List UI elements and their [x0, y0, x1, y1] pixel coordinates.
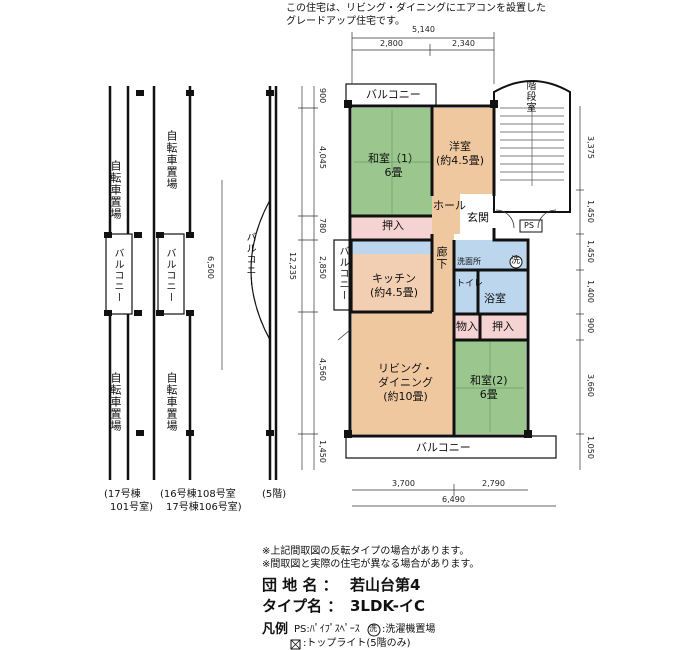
kitchen-label: キッチン(約4.5畳): [370, 272, 419, 299]
oshiire2-label: 押入: [492, 320, 514, 333]
caption-3: (5階): [262, 489, 287, 500]
stair-room-label: 階段室: [524, 80, 535, 113]
bike-label-3: 自転車置場: [109, 372, 122, 432]
bath-fill: [478, 270, 526, 314]
dim-right-900: 900: [586, 318, 595, 334]
dim-right-1450: 1,450: [586, 200, 595, 223]
monoire-fill: [454, 314, 480, 340]
youshitsu-fill: [432, 108, 494, 194]
dim-left-total: 12,235: [288, 252, 297, 280]
wash-icon: 洗: [511, 256, 521, 266]
dim-side-6500: 6,500: [206, 256, 215, 279]
caption-2b: 17号棟106号室): [166, 502, 242, 513]
kitchen-top-fill: [352, 240, 432, 254]
dim-top-right: 2,340: [452, 39, 475, 48]
caption-1a: (17号棟: [104, 489, 141, 500]
header-note-2: グレードアップ住宅です。: [286, 16, 405, 27]
bath-label: 浴室: [484, 292, 506, 305]
wash-icon-circle: [509, 255, 523, 269]
toilet-fill: [454, 270, 478, 314]
caption-1b: 101号室): [110, 502, 153, 513]
legend-wash-icon: 洗: [369, 624, 377, 633]
dim-top-total: 5,140: [412, 25, 435, 34]
footnote-1: ※上記間取図の反転タイプの場合があります。: [262, 546, 470, 557]
ps-box: [519, 219, 543, 233]
balcony-side-label: バルコニー: [337, 246, 348, 301]
legend-wash-icon-circle: [367, 623, 381, 637]
dim-left-780: 780: [318, 218, 327, 234]
legend-ps: PS:ﾊﾟｲﾌﾟｽﾍﾟｰｽ: [294, 624, 360, 635]
legend-wash: :洗濯機置場: [382, 624, 436, 635]
monoire-label: 物入: [456, 320, 478, 333]
bike-label-1: 自転車置場: [109, 160, 122, 220]
dim-bottom-total: 6,490: [442, 495, 465, 504]
washitsu1-label: 和室（1）6畳: [368, 152, 419, 179]
hall-fill: [432, 194, 460, 234]
dim-right-1400: 1,400: [586, 280, 595, 303]
rouka-label: 廊下: [435, 246, 448, 270]
oshiire1-fill: [352, 216, 432, 240]
bike-label-2: 自転車置場: [165, 130, 178, 190]
balcony-top-label: バルコニー: [366, 88, 421, 101]
type-name-label: タイプ名 ：: [262, 597, 343, 615]
living-ext-fill: [432, 340, 454, 434]
dim-left-4560: 4,560: [318, 358, 327, 381]
oshiire1-label: 押入: [382, 219, 404, 232]
header-note-1: この住宅は、リビング・ダイニングにエアコンを設置した: [286, 3, 546, 14]
complex-name-value: 若山台第4: [350, 576, 421, 594]
balcony-bottom-label: バルコニー: [416, 441, 471, 454]
balcony-side: [333, 239, 353, 311]
oshiire2-fill: [480, 314, 526, 340]
hall-label: ホール: [433, 199, 466, 212]
genkan-label: 玄関: [467, 211, 489, 224]
ps-label: PS: [524, 221, 534, 230]
dim-left-900: 900: [318, 88, 327, 104]
senmenjo-label: 洗面所: [457, 257, 481, 266]
caption-2a: (16号棟108号室: [160, 489, 236, 500]
dim-right-1050: 1,050: [586, 436, 595, 459]
dim-bottom-left: 3,700: [392, 479, 415, 488]
dim-left-4045: 4,045: [318, 146, 327, 169]
dim-right-1450b: 1,450: [586, 240, 595, 263]
kitchen-fill: [352, 254, 432, 312]
living-label: リビング・ダイニング(約10畳): [378, 362, 433, 403]
type-name-value: 3LDK-イC: [350, 597, 426, 615]
footnote-2: ※間取図と実際の住宅が異なる場合があります。: [262, 559, 480, 570]
legend-label: 凡例: [262, 622, 289, 637]
balcony-mid-label: バルコニー: [244, 232, 255, 287]
dim-left-2850: 2,850: [318, 256, 327, 279]
legend-toplight: :トップライト(5階のみ): [303, 638, 411, 649]
genkan-fill: [460, 196, 494, 228]
side-balcony-1: バルコニー: [112, 248, 123, 303]
dim-right-3660: 3,660: [586, 374, 595, 397]
bike-label-4: 自転車置場: [165, 372, 178, 432]
dim-right-3375: 3,375: [586, 136, 595, 159]
complex-name-label: 団 地 名 ：: [262, 576, 338, 594]
youshitsu-label: 洋室(約4.5畳): [436, 140, 485, 167]
toilet-label: トイレ: [456, 279, 484, 289]
side-balcony-2: バルコニー: [164, 248, 175, 303]
washitsu2-label: 和室(2)6畳: [470, 374, 508, 401]
dim-left-1450: 1,450: [318, 440, 327, 463]
dim-top-left: 2,800: [380, 39, 403, 48]
dim-bottom-right: 2,790: [482, 479, 505, 488]
